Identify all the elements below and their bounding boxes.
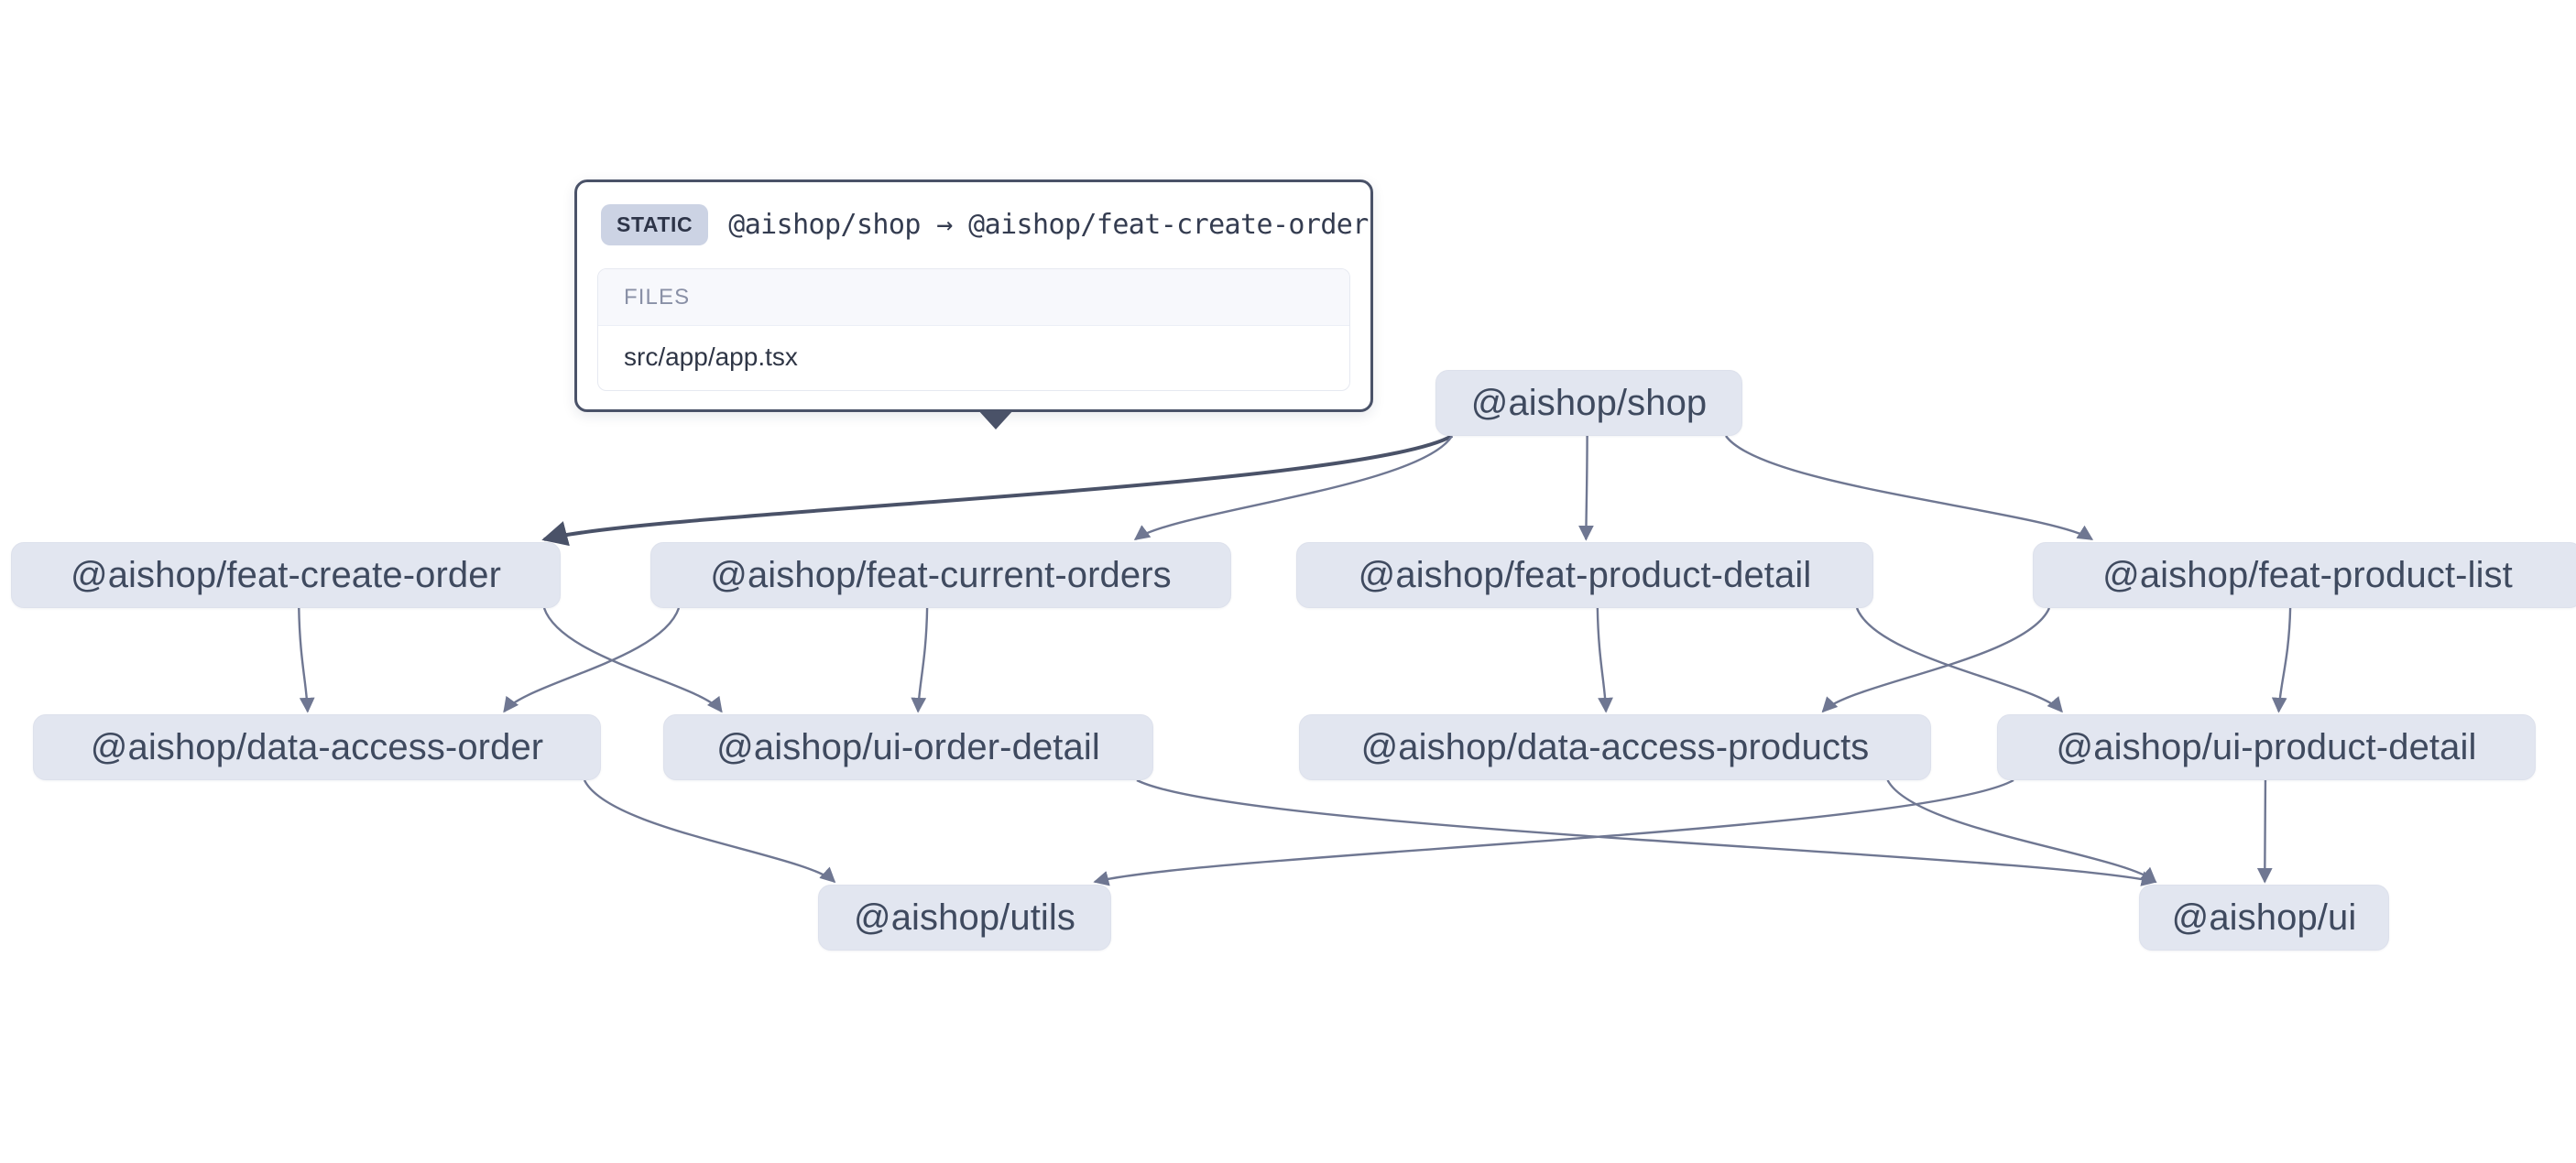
graph-edge-ui-product-detail-to-utils[interactable] [1093, 778, 2014, 886]
graph-node-ui-product-detail[interactable]: @aishop/ui-product-detail [1997, 714, 2536, 780]
graph-node-utils[interactable]: @aishop/utils [818, 885, 1111, 951]
graph-edge-shop-to-feat-create-order[interactable] [541, 434, 1453, 547]
graph-node-label: @aishop/feat-product-detail [1358, 554, 1812, 595]
graph-node-label: @aishop/feat-current-orders [710, 554, 1172, 595]
graph-edge-feat-create-order-to-ui-order-detail[interactable] [542, 607, 723, 713]
graph-node-ui[interactable]: @aishop/ui [2139, 885, 2389, 951]
graph-edge-feat-product-detail-to-ui-product-detail[interactable] [1855, 607, 2063, 713]
graph-node-label: @aishop/ui-order-detail [716, 726, 1100, 767]
graph-node-label: @aishop/ui-product-detail [2056, 726, 2477, 767]
graph-node-data-access-products[interactable]: @aishop/data-access-products [1299, 714, 1931, 780]
graph-node-shop[interactable]: @aishop/shop [1435, 370, 1742, 436]
graph-node-data-access-order[interactable]: @aishop/data-access-order [33, 714, 601, 780]
files-panel: FILES src/app/app.tsx [597, 268, 1350, 391]
graph-edge-shop-to-feat-product-detail[interactable] [1578, 435, 1594, 541]
graph-edge-feat-product-list-to-ui-product-detail[interactable] [2271, 607, 2292, 713]
graph-node-label: @aishop/utils [853, 897, 1076, 938]
graph-edge-feat-current-orders-to-ui-order-detail[interactable] [911, 607, 929, 713]
static-badge: STATIC [601, 204, 709, 245]
graph-edge-feat-current-orders-to-data-access-order[interactable] [503, 607, 681, 713]
graph-edge-feat-create-order-to-data-access-order[interactable] [298, 607, 315, 713]
graph-node-feat-product-detail[interactable]: @aishop/feat-product-detail [1296, 542, 1873, 608]
graph-edge-feat-product-list-to-data-access-products[interactable] [1821, 607, 2051, 713]
files-list: src/app/app.tsx [598, 326, 1349, 390]
graph-node-label: @aishop/data-access-order [90, 726, 544, 767]
edge-paths [298, 434, 2292, 886]
graph-edge-shop-to-feat-current-orders[interactable] [1133, 435, 1454, 541]
edge-detail-tooltip[interactable]: STATIC @aishop/shop → @aishop/feat-creat… [574, 179, 1373, 429]
graph-edge-data-access-order-to-utils[interactable] [583, 779, 836, 884]
graph-edge-ui-order-detail-to-ui[interactable] [1136, 778, 2157, 886]
graph-node-feat-product-list[interactable]: @aishop/feat-product-list [2033, 542, 2576, 608]
file-row[interactable]: src/app/app.tsx [624, 342, 798, 371]
graph-edge-shop-to-feat-product-list[interactable] [1725, 435, 2094, 541]
graph-node-label: @aishop/shop [1470, 382, 1708, 423]
graph-edge-data-access-products-to-ui[interactable] [1886, 779, 2157, 884]
graph-node-ui-order-detail[interactable]: @aishop/ui-order-detail [663, 714, 1153, 780]
graph-node-feat-current-orders[interactable]: @aishop/feat-current-orders [650, 542, 1231, 608]
tooltip-header: STATIC @aishop/shop → @aishop/feat-creat… [597, 201, 1369, 251]
graph-node-label: @aishop/feat-create-order [71, 554, 501, 595]
graph-edge-feat-product-detail-to-data-access-products[interactable] [1596, 607, 1613, 713]
tooltip-pointer-arrow [977, 409, 1014, 429]
tooltip-title: @aishop/shop → @aishop/feat-create-order [728, 209, 1369, 241]
graph-node-feat-create-order[interactable]: @aishop/feat-create-order [11, 542, 561, 608]
graph-node-label: @aishop/data-access-products [1360, 726, 1870, 767]
graph-node-label: @aishop/feat-product-list [2102, 554, 2513, 595]
files-section-header: FILES [598, 269, 1349, 326]
graph-node-label: @aishop/ui [2171, 897, 2357, 938]
